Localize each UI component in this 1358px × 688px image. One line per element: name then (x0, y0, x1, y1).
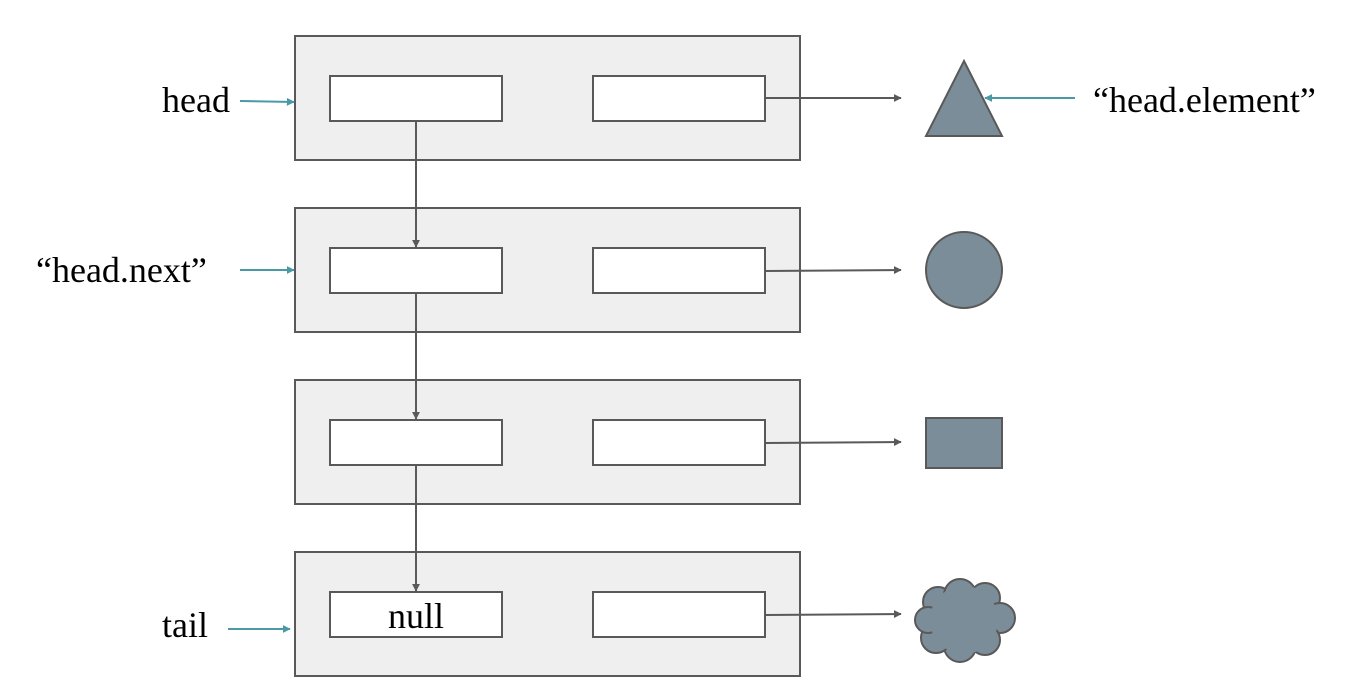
head-element-label: “head.element” (1093, 80, 1316, 120)
head-label: head (162, 80, 230, 120)
tail-label: tail (162, 605, 208, 645)
list-node-1 (294, 35, 801, 161)
element-field (592, 419, 766, 466)
head-label-arrow (239, 97, 295, 106)
null-value: null (388, 596, 444, 636)
next-field (329, 419, 503, 466)
head-next-label: “head.next” (36, 250, 207, 290)
element-pointer-arrow (764, 438, 902, 447)
list-node-3 (294, 379, 801, 505)
list-node-4: null (294, 551, 801, 677)
element-field (592, 75, 766, 122)
triangle-icon (924, 58, 1004, 137)
square-icon (925, 417, 1003, 469)
element-pointer-arrow (764, 610, 902, 619)
element-pointer-arrow (764, 266, 902, 275)
element-field (592, 591, 766, 638)
element-field (592, 247, 766, 294)
next-field (329, 75, 503, 122)
cloud-icon (914, 578, 1016, 663)
list-node-2 (294, 207, 801, 333)
next-field (329, 591, 503, 638)
circle-icon (925, 231, 1003, 309)
next-field (329, 247, 503, 294)
